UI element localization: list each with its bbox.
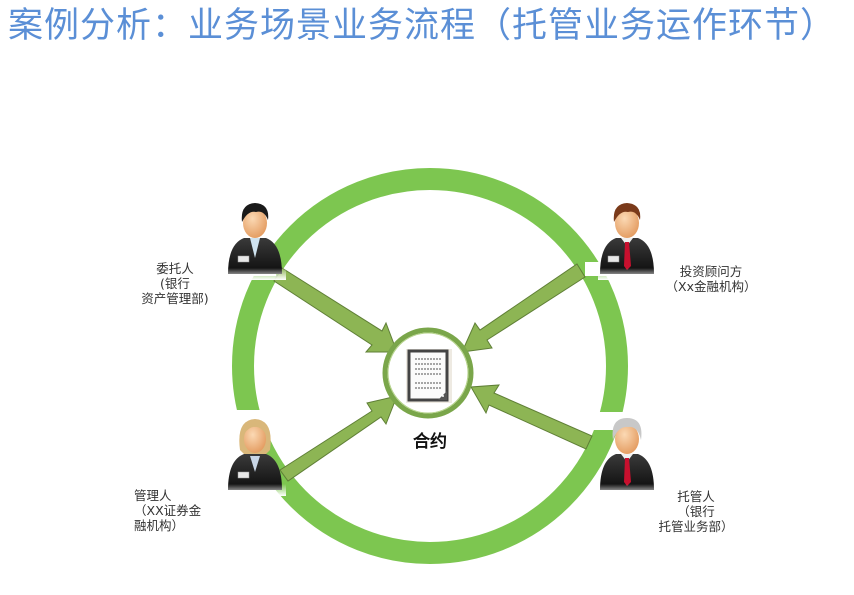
party-label-manager: 管理人 （XX证券金 融机构）: [134, 488, 202, 533]
businessman-gray-hair-red-tie-icon: [598, 418, 658, 496]
arrow-manager-to-contract: [279, 395, 398, 482]
arrow-principal-to-contract: [273, 267, 398, 353]
party-label-custodian: 托管人 （银行 托管业务部）: [658, 489, 734, 534]
outer-ring: [232, 168, 628, 564]
page-title: 案例分析：业务场景业务流程（托管业务运作环节）: [8, 6, 837, 46]
businessman-black-hair-icon: [226, 203, 286, 280]
arrow-advisor-to-contract: [461, 263, 586, 353]
contract-document-icon: [406, 349, 452, 403]
businessman-brown-hair-red-tie-icon: [598, 203, 658, 280]
businesswoman-blonde-icon: [226, 419, 286, 496]
arrow-custodian-to-contract: [470, 384, 593, 450]
party-label-principal: 委托人 (银行 资产管理部): [141, 261, 209, 306]
contract-label: 合约: [413, 432, 447, 452]
party-label-advisor: 投资顾问方 （Xx金融机构）: [665, 264, 757, 294]
